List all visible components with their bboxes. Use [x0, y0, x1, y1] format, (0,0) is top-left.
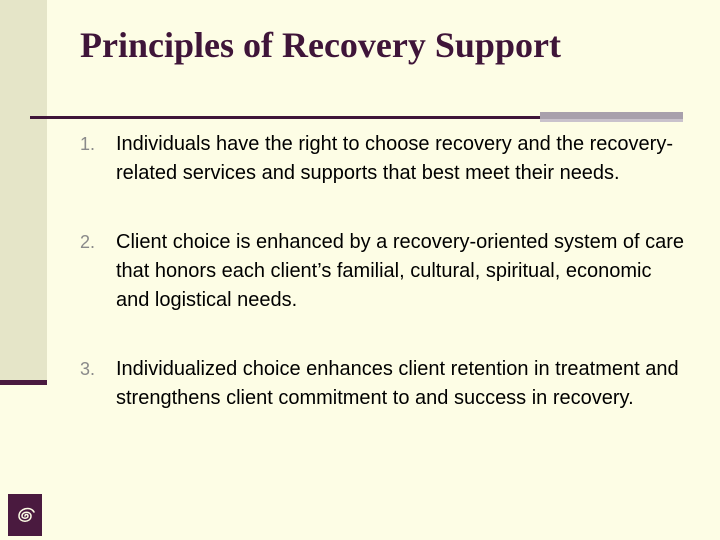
- list-item: 3. Individualized choice enhances client…: [80, 355, 690, 413]
- list-item: 1. Individuals have the right to choose …: [80, 130, 690, 188]
- spiral-logo-icon: [8, 494, 42, 536]
- title-underline-accent: [540, 112, 683, 119]
- left-accent-bar: [0, 380, 47, 385]
- list-item: 2. Client choice is enhanced by a recove…: [80, 228, 690, 315]
- list-item-number: 1.: [80, 134, 96, 154]
- slide-title: Principles of Recovery Support: [80, 25, 561, 65]
- list-item-text: Individuals have the right to choose rec…: [116, 133, 673, 184]
- left-band: [0, 0, 47, 383]
- list-item-text: Client choice is enhanced by a recovery-…: [116, 231, 685, 311]
- title-underline: [30, 116, 540, 119]
- list-item-number: 3.: [80, 359, 96, 379]
- list-item-text: Individualized choice enhances client re…: [116, 358, 679, 409]
- principles-list: 1. Individuals have the right to choose …: [80, 130, 690, 453]
- list-item-number: 2.: [80, 232, 96, 252]
- title-underline-accent-shadow: [540, 119, 683, 122]
